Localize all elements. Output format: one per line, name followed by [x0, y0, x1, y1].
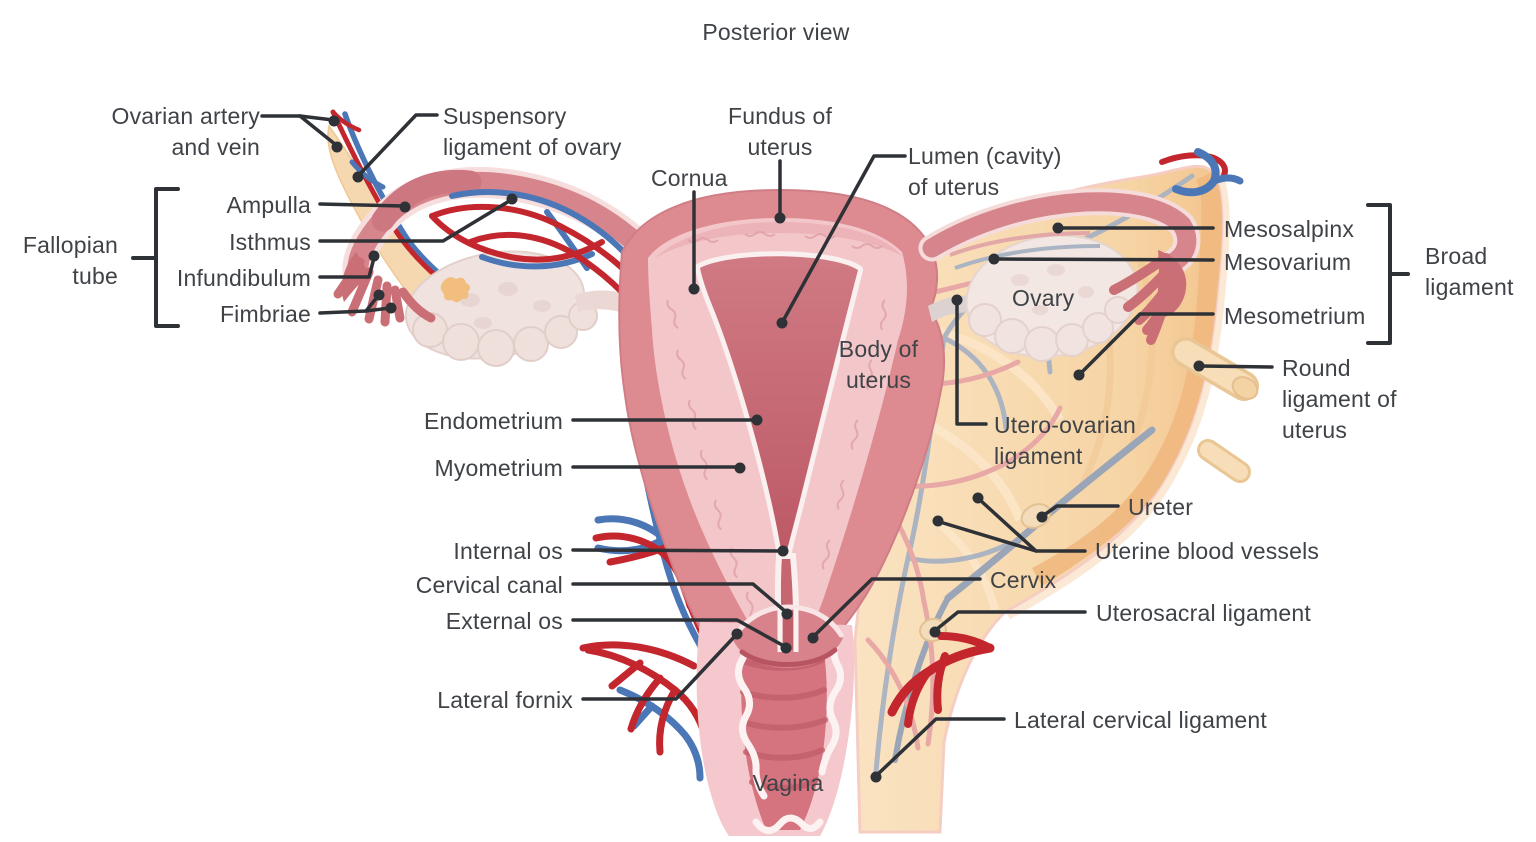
leader-suspensory-ligament: [352, 113, 439, 183]
label-lateral-fornix: Lateral fornix: [437, 687, 573, 713]
label-mesovarium: Mesovarium: [1224, 249, 1352, 275]
leader-ampulla: [318, 201, 411, 213]
pelvic-red-vessels: [887, 632, 995, 728]
leader-ureter: [1036, 504, 1120, 523]
leader-lateral-fornix: [581, 628, 743, 701]
label-internal-os: Internal os: [453, 538, 563, 564]
round-ligament: [1171, 337, 1259, 483]
left-fallopian-tube: [333, 166, 667, 327]
cervix-dome: [732, 604, 844, 668]
uterine-lumen: [700, 256, 858, 556]
vaginal-lining: [735, 628, 844, 834]
uterus: [618, 188, 946, 651]
left-ovary: [404, 250, 650, 367]
label-ampulla: Ampulla: [226, 192, 311, 218]
leader-cervical-canal: [571, 582, 793, 620]
label-uterine-blood-vessels: Uterine blood vessels: [1095, 538, 1320, 564]
leader-infundibulum: [318, 250, 380, 279]
label-cervical-canal: Cervical canal: [415, 572, 563, 598]
leader-mesovarium: [988, 253, 1215, 265]
leader-mesosalpinx: [1052, 222, 1215, 234]
label-uterosacral-ligament: Uterosacral ligament: [1096, 600, 1311, 626]
label-cornua: Cornua: [651, 165, 728, 191]
label-ureter: Ureter: [1128, 494, 1194, 520]
label-suspensory-ligament: Suspensory ligament of ovary: [443, 103, 622, 160]
label-utero-ovarian-ligament: Utero-ovarian ligament: [994, 412, 1136, 469]
page-title: Posterior view: [702, 19, 850, 45]
broad-ligament-bracket: [1366, 203, 1410, 345]
corpus-luteum: [440, 277, 471, 303]
label-endometrium: Endometrium: [424, 408, 563, 434]
label-lumen-cavity: Lumen (cavity) of uterus: [908, 143, 1062, 200]
label-external-os: External os: [445, 608, 563, 634]
leader-uterosacral: [929, 610, 1087, 638]
label-infundibulum: Infundibulum: [176, 265, 311, 291]
vaginal-canal: [741, 634, 827, 830]
leader-fundus: [774, 159, 786, 224]
label-mesometrium: Mesometrium: [1224, 303, 1366, 329]
label-fundus-of-uterus: Fundus of uterus: [727, 103, 833, 160]
label-body-of-uterus: Body of uterus: [838, 336, 919, 393]
label-fallopian-tube: Fallopian tube: [22, 232, 118, 289]
ovarian-vessels-right-corner: [1159, 148, 1244, 197]
leader-uterine-blood-vessels: [932, 492, 1087, 553]
utero-ovarian-ligament-band: [928, 295, 976, 322]
leader-utero-ovarian: [951, 294, 988, 426]
leader-fimbriae: [318, 289, 397, 315]
label-broad-ligament: Broad ligament: [1425, 243, 1514, 300]
leader-myometrium: [571, 462, 746, 474]
leader-lumen: [776, 154, 907, 329]
leader-cornua: [688, 190, 700, 295]
label-myometrium: Myometrium: [434, 455, 563, 481]
label-ovary: Ovary: [1012, 285, 1075, 311]
label-mesosalpinx: Mesosalpinx: [1224, 216, 1355, 242]
label-fimbriae: Fimbriae: [219, 301, 311, 327]
leader-ovarian-artery-vein: [260, 114, 343, 153]
leader-round-ligament: [1193, 360, 1274, 372]
right-ovary: [965, 234, 1139, 362]
fallopian-tube-bracket: [131, 187, 180, 328]
label-cervix: Cervix: [990, 567, 1057, 593]
leader-endometrium: [571, 414, 763, 426]
leader-external-os: [571, 618, 792, 654]
leader-isthmus: [318, 193, 518, 243]
leader-mesometrium: [1073, 312, 1215, 381]
vagina-region: [696, 604, 855, 836]
label-lateral-cervical-ligament: Lateral cervical ligament: [1014, 707, 1268, 733]
label-round-ligament: Round ligament of uterus: [1282, 355, 1397, 443]
leader-internal-os: [571, 545, 789, 557]
leader-lateral-cervical: [870, 717, 1006, 783]
label-ovarian-artery-vein: Ovarian artery and vein: [111, 103, 260, 160]
label-isthmus: Isthmus: [229, 229, 311, 255]
label-vagina: Vagina: [752, 770, 824, 796]
leader-cervix: [807, 577, 982, 644]
